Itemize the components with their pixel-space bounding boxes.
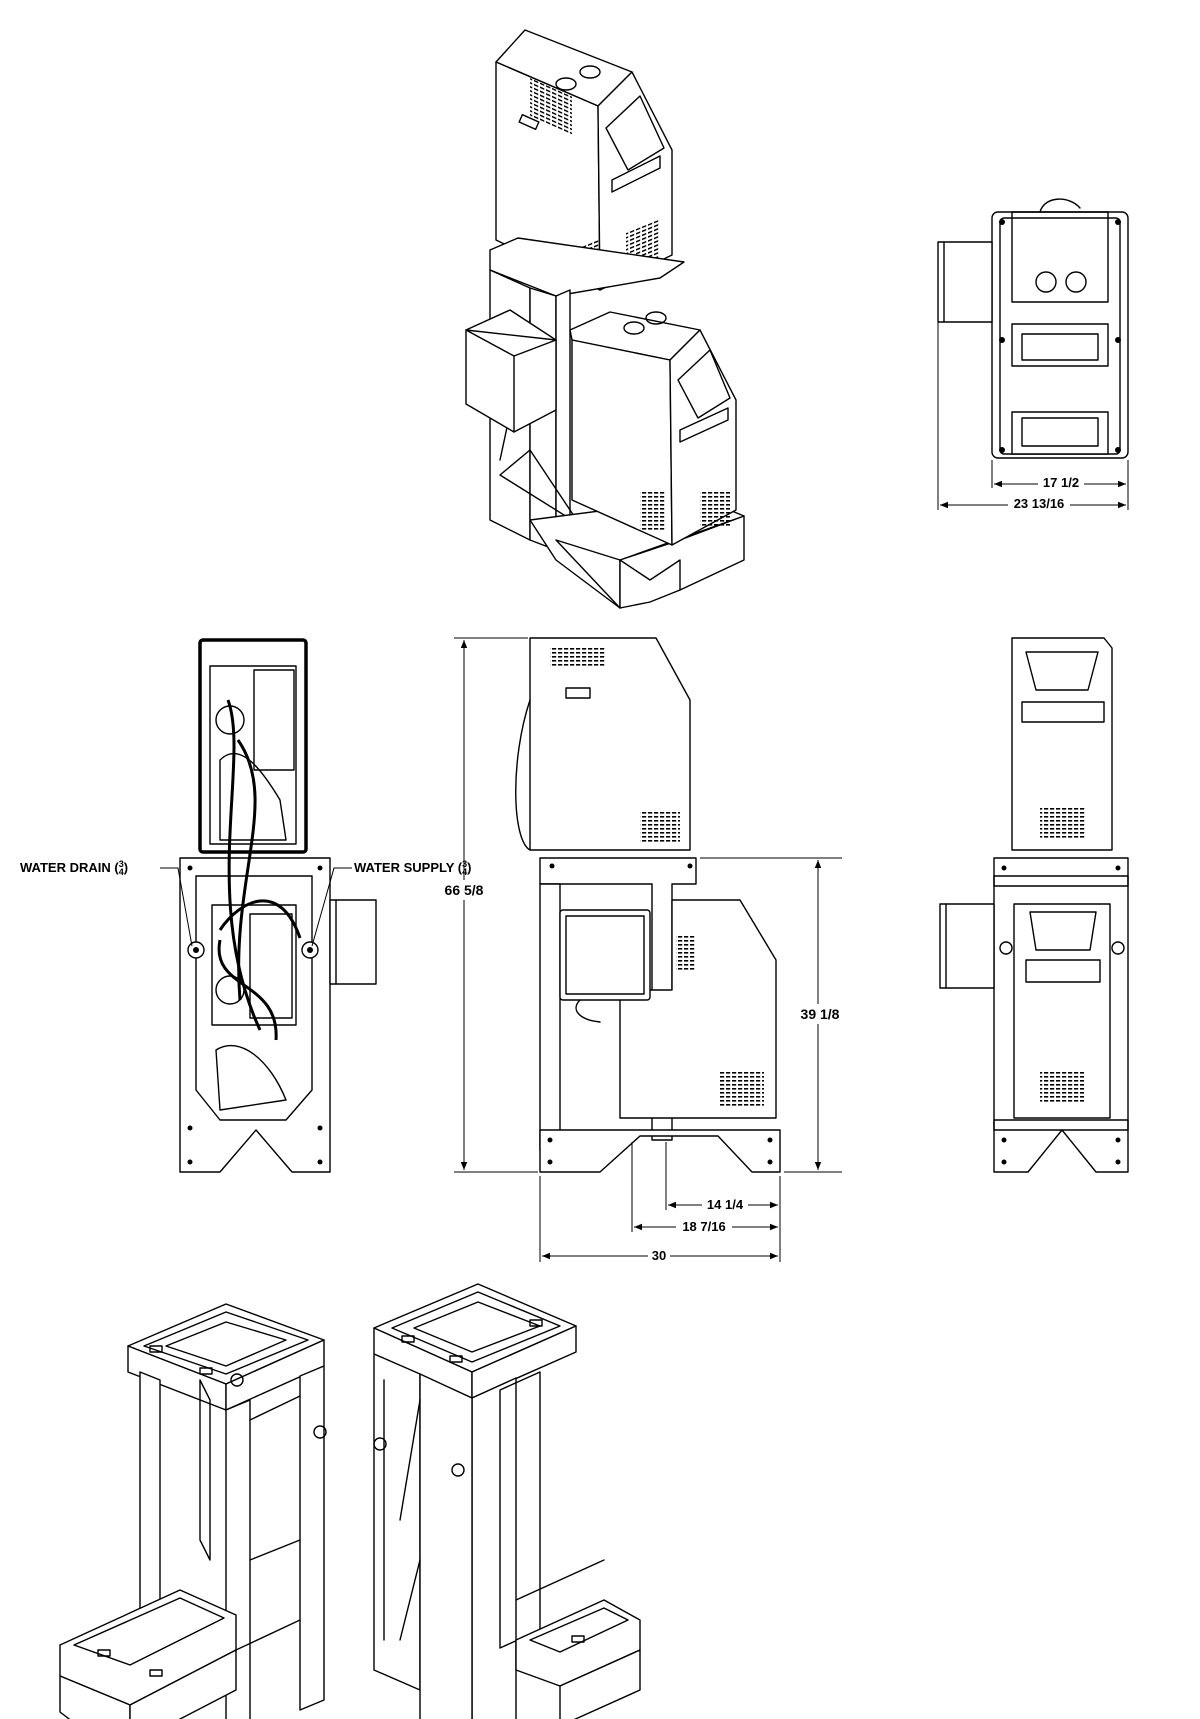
dim-17-1-2: 17 1/2	[1043, 475, 1079, 490]
dim-18-7-16: 18 7/16	[682, 1219, 725, 1234]
dim-30: 30	[652, 1248, 666, 1263]
stand-isometric-a	[59, 1303, 327, 1719]
top-plan-view: 17 1/2 23 13/16	[937, 198, 1129, 511]
dim-23-13-16: 23 13/16	[1014, 496, 1065, 511]
stand-isometric-b	[373, 1283, 641, 1719]
side-view: 66 5/8 39 1/8 14 1/4 18 7/16 30	[440, 637, 844, 1263]
front-view	[939, 637, 1129, 1173]
dim-66-5-8: 66 5/8	[445, 882, 484, 898]
dim-39-1-8: 39 1/8	[801, 1006, 840, 1022]
isometric-stacked-units-view	[465, 29, 745, 609]
dim-14-1-4: 14 1/4	[707, 1197, 744, 1212]
